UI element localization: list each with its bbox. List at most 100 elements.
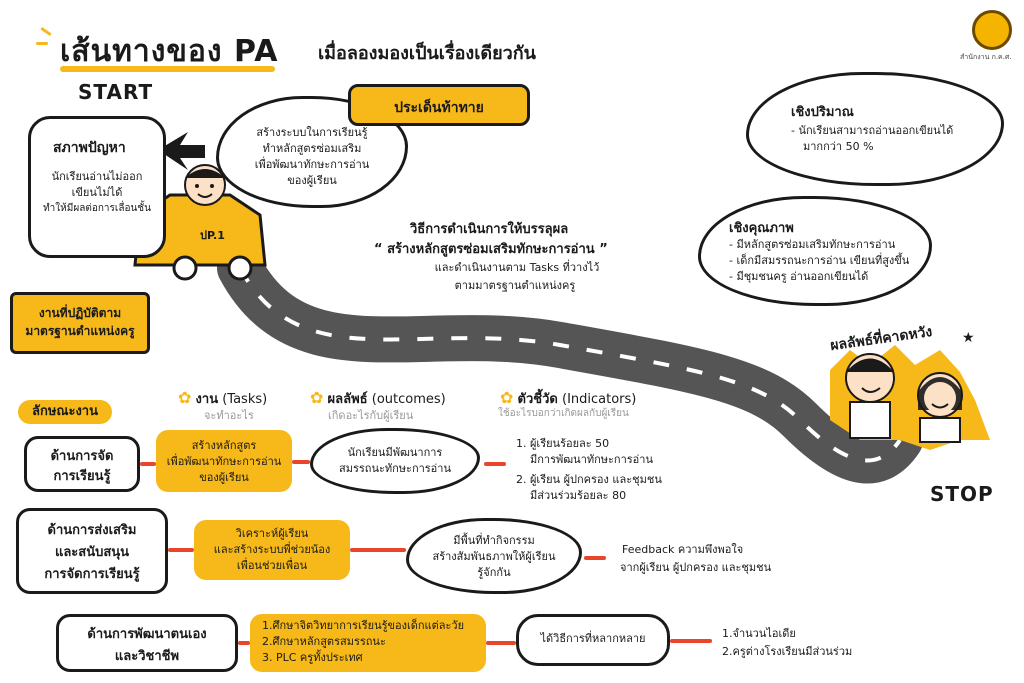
row-2-outcome-line: รู้จักกัน <box>477 566 511 579</box>
row-3-task-line: 1.ศึกษาจิตวิทยาการเรียนรู้ของเด็กแต่ละวั… <box>262 619 465 632</box>
page-subtitle: เมื่อลองมองเป็นเรื่องเดียวกัน <box>318 43 536 64</box>
outcomes-header-bold: ผลลัพธ์ <box>327 392 368 407</box>
row-1-task-line: เพื่อพัฒนาทักษะการอ่าน <box>166 455 282 468</box>
method-line-1: วิธีการดำเนินการให้บรรลุผล <box>410 222 569 237</box>
row-3-task-line: 2.ศึกษาหลักสูตรสมรรถนะ <box>262 635 386 648</box>
tasks-header: ✿ งาน (Tasks) <box>178 388 267 409</box>
problem-text-1: นักเรียนอ่านไม่ออก <box>51 170 143 183</box>
tasks-hint: จะทำอะไร <box>204 409 254 422</box>
outcomes-header: ✿ ผลลัพธ์ (outcomes) <box>310 388 446 409</box>
indicators-hint: ใช้อะไรบอกว่าเกิดผลกับผู้เรียน <box>498 408 629 419</box>
happy-kids-icon <box>830 345 990 450</box>
nature-pill: ลักษณะงาน <box>18 400 112 424</box>
row-1-task-line: สร้างหลักสูตร <box>191 439 257 452</box>
indicators-header-rest: (Indicators) <box>557 392 637 407</box>
row-2-outcome-line: มีพื้นที่ทำกิจกรรม <box>453 534 535 547</box>
sparkle-icon: ★ <box>962 330 975 346</box>
row-1-indicator: มีการพัฒนาทักษะการอ่าน <box>516 453 653 466</box>
challenge-box: ประเด็นท้าทาย <box>348 84 530 126</box>
problem-text-3: ทำให้มีผลต่อการเลื่อนชั้น <box>43 203 151 214</box>
problem-bubble: สภาพปัญหา นักเรียนอ่านไม่ออก เขียนไม่ได้… <box>28 116 166 258</box>
row-1-indicator: มีส่วนร่วมร้อยละ 80 <box>516 489 627 502</box>
row-1-aspect-line-2: การเรียนรู้ <box>53 469 111 484</box>
connector <box>670 639 712 643</box>
row-1-aspect-line-1: ด้านการจัด <box>50 449 114 464</box>
row-2-aspect-line-1: ด้านการส่งเสริม <box>47 523 137 538</box>
star-icon: ✿ <box>500 388 514 407</box>
plan-line-1: สร้างระบบในการเรียนรู้ <box>256 126 368 139</box>
quantitative-line-2: มากกว่า 50 % <box>803 140 874 153</box>
stop-label: STOP <box>930 482 994 506</box>
row-3-aspect-line-1: ด้านการพัฒนาตนเอง <box>87 627 207 642</box>
nature-label: ลักษณะงาน <box>32 404 98 419</box>
row-1-outcome-line: นักเรียนมีพัฒนาการ <box>347 446 443 459</box>
problem-text-2: เขียนไม่ได้ <box>71 186 123 199</box>
connector <box>350 548 406 552</box>
title-underline <box>60 66 275 72</box>
outcomes-header-rest: (outcomes) <box>367 392 446 407</box>
row-2-task: วิเคราะห์ผู้เรียน และสร้างระบบพี่ช่วยน้อ… <box>194 520 350 580</box>
tasks-header-rest: (Tasks) <box>218 392 268 407</box>
work-line-2: มาตรฐานตำแหน่งครู <box>25 324 135 338</box>
qualitative-title: เชิงคุณภาพ <box>729 221 794 236</box>
row-3-outcome: ได้วิธีการที่หลากหลาย <box>516 614 670 666</box>
tasks-header-bold: งาน <box>195 392 219 407</box>
logo-caption: สำนักงาน ก.ค.ศ. <box>960 53 1012 61</box>
row-2-task-line: เพื่อนช่วยเพื่อน <box>236 559 308 572</box>
work-line-1: งานที่ปฏิบัติตาม <box>38 306 122 320</box>
plan-line-4: ของผู้เรียน <box>287 174 337 187</box>
work-standards-box: งานที่ปฏิบัติตาม มาตรฐานตำแหน่งครู <box>10 292 150 354</box>
sign-arrow-icon <box>158 132 205 170</box>
connector <box>140 462 156 466</box>
indicators-header-bold: ตัวชี้วัด <box>517 392 558 407</box>
car-plate: ปP.1 <box>200 229 225 242</box>
method-line-4: ตามมาตรฐานตำแหน่งครู <box>454 279 576 292</box>
start-label: START <box>78 80 154 104</box>
quantitative-line-1: - นักเรียนสามารถอ่านออกเขียนได้ <box>791 124 954 137</box>
row-2-task-line: วิเคราะห์ผู้เรียน <box>235 527 309 540</box>
row-3-indicator: 2.ครูต่างโรงเรียนมีส่วนร่วม <box>722 645 853 658</box>
row-2-aspect-line-2: และสนับสนุน <box>54 545 130 560</box>
row-3-aspect: ด้านการพัฒนาตนเอง และวิชาชีพ <box>56 614 238 672</box>
problem-title: สภาพปัญหา <box>53 140 126 156</box>
row-2-indicator: Feedback ความพึงพอใจ <box>622 543 744 556</box>
outcomes-hint: เกิดอะไรกับผู้เรียน <box>328 409 414 422</box>
connector <box>484 462 506 466</box>
challenge-label: ประเด็นท้าทาย <box>394 100 484 116</box>
connector <box>584 556 606 560</box>
plan-line-2: ทำหลักสูตรซ่อมเสริม <box>262 142 362 155</box>
connector <box>168 548 194 552</box>
method-line-2: “ สร้างหลักสูตรซ่อมเสริมทักษะการอ่าน ” <box>374 242 608 257</box>
connector <box>486 641 516 645</box>
star-icon: ✿ <box>310 388 324 407</box>
row-2-indicator: จากผู้เรียน ผู้ปกครอง และชุมชน <box>620 561 772 574</box>
row-1-task: สร้างหลักสูตร เพื่อพัฒนาทักษะการอ่าน ของ… <box>156 430 292 492</box>
row-3-aspect-line-2: และวิชาชีพ <box>114 649 180 664</box>
row-1-indicator: 1. ผู้เรียนร้อยละ 50 <box>516 437 610 450</box>
method-line-3: และดำเนินงานตาม Tasks ที่วางไว้ <box>434 261 600 274</box>
row-2-aspect: ด้านการส่งเสริม และสนับสนุน การจัดการเรี… <box>16 508 168 594</box>
qualitative-cloud: เชิงคุณภาพ - มีหลักสูตรซ่อมเสริมทักษะการ… <box>698 196 932 306</box>
row-2-task-line: และสร้างระบบพี่ช่วยน้อง <box>213 543 331 556</box>
row-1-task-line: ของผู้เรียน <box>199 471 249 484</box>
quantitative-title: เชิงปริมาณ <box>791 105 854 120</box>
row-2-outcome-line: สร้างสัมพันธภาพให้ผู้เรียน <box>432 550 556 563</box>
title-accent-mark <box>36 42 48 45</box>
qualitative-item: - มีชุมชนครู อ่านออกเขียนได้ <box>729 270 869 283</box>
row-3-task: 1.ศึกษาจิตวิทยาการเรียนรู้ของเด็กแต่ละวั… <box>250 614 486 672</box>
row-2-aspect-line-3: การจัดการเรียนรู้ <box>44 567 140 582</box>
qualitative-item: - เด็กมีสมรรถนะการอ่าน เขียนที่สูงขึ้น <box>729 254 910 267</box>
connector <box>238 641 250 645</box>
row-3-task-line: 3. PLC ครูทั้งประเทศ <box>262 651 363 664</box>
row-1-indicator: 2. ผู้เรียน ผู้ปกครอง และชุมชน <box>516 473 662 486</box>
quantitative-cloud: เชิงปริมาณ - นักเรียนสามารถอ่านออกเขียนไ… <box>746 72 1004 186</box>
page-title: เส้นทางของ PA <box>60 34 279 69</box>
yellow-car-icon <box>133 164 267 281</box>
row-3-indicator: 1.จำนวนไอเดีย <box>722 627 796 640</box>
qualitative-item: - มีหลักสูตรซ่อมเสริมทักษะการอ่าน <box>729 238 896 251</box>
indicators-header: ✿ ตัวชี้วัด (Indicators) <box>500 388 636 409</box>
road-lane-marks <box>238 267 902 463</box>
star-icon: ✿ <box>178 388 192 407</box>
row-1-outcome-line: สมรรถนะทักษะการอ่าน <box>339 462 451 475</box>
